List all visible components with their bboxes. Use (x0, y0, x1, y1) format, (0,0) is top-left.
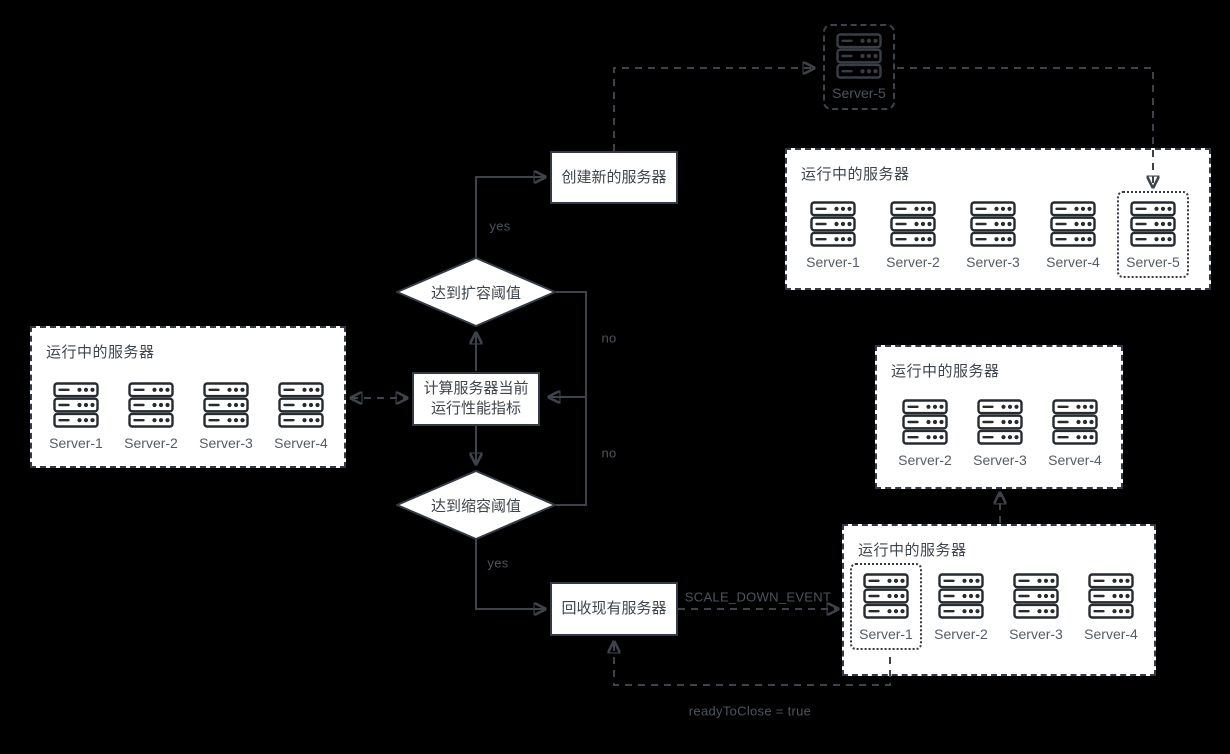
server-label: Server-5 (1126, 254, 1180, 270)
server-label: Server-2 (898, 452, 952, 468)
server-label: Server-1 (859, 626, 913, 642)
decision-scale-down-threshold: 达到缩容阈值 (396, 470, 556, 540)
server-icon (938, 573, 984, 619)
server-item: Server-3 (190, 372, 262, 459)
server-label: Server-2 (124, 435, 178, 451)
server-row: Server-1 Server-2 Server-3 Server-4 (850, 563, 1147, 650)
node-create-server: 创建新的服务器 (550, 151, 678, 204)
server-icon (977, 399, 1023, 445)
node-label-line1: 计算服务器当前 (423, 380, 529, 397)
server-icon (902, 399, 948, 445)
edge-label-yes: yes (487, 555, 509, 571)
server-item: Server-3 (964, 389, 1036, 476)
server-label: Server-4 (274, 435, 328, 451)
server-icon (1052, 399, 1098, 445)
server-icon (128, 382, 174, 428)
group-title: 运行中的服务器 (858, 542, 967, 559)
server-label: Server-3 (973, 452, 1027, 468)
server-icon (278, 382, 324, 428)
server-item: Server-3 (1000, 563, 1072, 650)
server-icon (1013, 573, 1059, 619)
group-running-servers-left: 运行中的服务器 Server-1 Server-2 Server-3 Serve… (30, 326, 346, 468)
edge-label-ready-to-close: readyToClose = true (688, 703, 812, 719)
server-icon (1088, 573, 1134, 619)
server-row: Server-1 Server-2 Server-3 Server-4 (40, 372, 337, 459)
server-label: Server-1 (806, 254, 860, 270)
server-label: Server-3 (966, 254, 1020, 270)
server-item: Server-2 (115, 372, 187, 459)
group-running-servers-bottom-right: 运行中的服务器 Server-1 Server-2 Server-3 Serve… (842, 524, 1156, 676)
server-label: Server-4 (1048, 452, 1102, 468)
server-label: Server-3 (199, 435, 253, 451)
server-item: Server-2 (925, 563, 997, 650)
server-item: Server-3 (957, 191, 1029, 278)
server-label: Server-2 (886, 254, 940, 270)
server-icon (970, 201, 1016, 247)
server-label: Server-3 (1009, 626, 1063, 642)
server-item: Server-4 (1037, 191, 1109, 278)
edge-label-no: no (601, 445, 617, 461)
server-row: Server-2 Server-3 Server-4 (889, 389, 1111, 476)
server-item: Server-1 (797, 191, 869, 278)
pending-server-node: Server-5 (823, 24, 895, 110)
diamond-shape (396, 257, 556, 327)
node-recycle-server: 回收现有服务器 (550, 582, 678, 636)
server-item: Server-2 (877, 191, 949, 278)
edge-label-no: no (601, 330, 617, 346)
server-icon (890, 201, 936, 247)
server-item: Server-2 (889, 389, 961, 476)
node-label: 达到缩容阈值 (430, 497, 521, 515)
node-compute-metrics: 计算服务器当前 运行性能指标 (412, 372, 540, 426)
node-label: 达到扩容阈值 (430, 284, 521, 302)
server-row: Server-1 Server-2 Server-3 Server-4 Serv… (797, 191, 1189, 278)
node-label: 创建新的服务器 (561, 168, 667, 186)
server-label: Server-2 (934, 626, 988, 642)
server-icon (203, 382, 249, 428)
server-icon (1050, 201, 1096, 247)
server-item-highlighted: Server-1 (850, 563, 922, 650)
edge-label-yes: yes (489, 218, 511, 234)
server-label: Server-1 (49, 435, 103, 451)
server-item: Server-4 (265, 372, 337, 459)
server-icon (53, 382, 99, 428)
decision-scale-up-threshold: 达到扩容阈值 (396, 257, 556, 327)
group-title: 运行中的服务器 (801, 166, 910, 183)
edge-label-scale-down-event: SCALE_DOWN_EVENT (684, 589, 832, 605)
node-label: 回收现有服务器 (561, 600, 667, 617)
server-label: Server-4 (1046, 254, 1100, 270)
server-icon (863, 573, 909, 619)
group-running-servers-mid-right: 运行中的服务器 Server-2 Server-3 Server-4 (875, 345, 1123, 489)
group-title: 运行中的服务器 (891, 363, 1000, 380)
server-label: Server-4 (1084, 626, 1138, 642)
server-item: Server-1 (40, 372, 112, 459)
server-icon (1130, 201, 1176, 247)
node-label-line2: 运行性能指标 (430, 400, 521, 417)
server-item: Server-4 (1039, 389, 1111, 476)
server-item-highlighted: Server-5 (1117, 191, 1189, 278)
diamond-shape (396, 470, 556, 540)
group-running-servers-top-right: 运行中的服务器 Server-1 Server-2 Server-3 Serve… (785, 148, 1211, 290)
server-label: Server-5 (832, 85, 886, 101)
group-title: 运行中的服务器 (46, 344, 155, 361)
server-icon (836, 33, 882, 79)
server-icon (810, 201, 856, 247)
server-item: Server-4 (1075, 563, 1147, 650)
